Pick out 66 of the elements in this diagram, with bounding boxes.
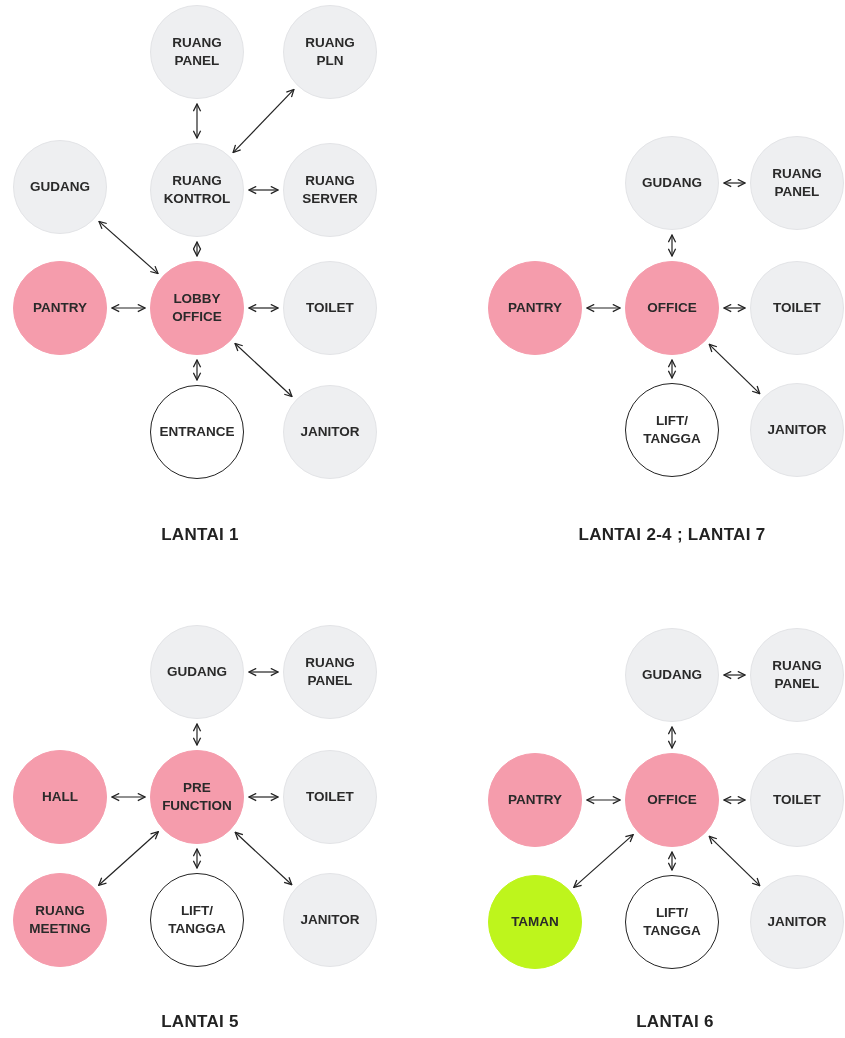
room-name: RUANG PANEL bbox=[771, 657, 823, 693]
double-arrow bbox=[586, 795, 621, 805]
double-arrow bbox=[98, 831, 159, 886]
double-arrow bbox=[232, 88, 295, 154]
double-arrow bbox=[98, 220, 159, 275]
double-arrow bbox=[248, 185, 279, 195]
double-arrow bbox=[723, 178, 746, 188]
room-name: TOILET bbox=[772, 791, 822, 809]
double-arrow bbox=[667, 851, 677, 871]
double-arrow bbox=[234, 831, 293, 886]
room-name: PANTRY bbox=[507, 791, 563, 809]
double-arrow bbox=[708, 835, 761, 887]
room-name: TAMAN bbox=[510, 913, 560, 931]
room-name: TOILET bbox=[305, 299, 355, 317]
double-arrow bbox=[234, 342, 293, 398]
room-name: RUANG SERVER bbox=[301, 172, 359, 208]
double-arrow bbox=[192, 359, 202, 381]
room-name: LIFT/ TANGGA bbox=[167, 902, 227, 938]
room-name: ENTRANCE bbox=[158, 423, 236, 441]
double-arrow bbox=[667, 359, 677, 379]
double-arrow bbox=[667, 726, 677, 749]
double-arrow bbox=[573, 833, 634, 889]
room-name: GUDANG bbox=[641, 174, 703, 192]
room-name: RUANG MEETING bbox=[28, 902, 92, 938]
double-arrow bbox=[723, 795, 746, 805]
double-arrow bbox=[192, 848, 202, 869]
room-name: JANITOR bbox=[766, 913, 828, 931]
room-name: GUDANG bbox=[166, 663, 228, 681]
double-arrow bbox=[248, 667, 279, 677]
room-name: JANITOR bbox=[299, 911, 361, 929]
floor-caption: LANTAI 5 bbox=[161, 1012, 239, 1032]
room-name: HALL bbox=[41, 788, 79, 806]
double-arrow bbox=[192, 241, 202, 257]
double-arrow bbox=[723, 670, 746, 680]
double-arrow bbox=[192, 103, 202, 139]
room-name: TOILET bbox=[305, 788, 355, 806]
double-arrow bbox=[667, 234, 677, 257]
double-arrow bbox=[111, 303, 146, 313]
room-name: OFFICE bbox=[646, 299, 698, 317]
room-name: JANITOR bbox=[766, 421, 828, 439]
room-name: GUDANG bbox=[641, 666, 703, 684]
room-name: LIFT/ TANGGA bbox=[642, 904, 702, 940]
room-name: RUANG KONTROL bbox=[162, 172, 232, 208]
room-name: LIFT/ TANGGA bbox=[642, 412, 702, 448]
double-arrow bbox=[111, 792, 146, 802]
room-name: OFFICE bbox=[646, 791, 698, 809]
floor-caption: LANTAI 2-4 ; LANTAI 7 bbox=[578, 525, 766, 545]
room-name: RUANG PANEL bbox=[304, 654, 356, 690]
double-arrow bbox=[723, 303, 746, 313]
room-name: LOBBY OFFICE bbox=[171, 290, 223, 326]
room-name: GUDANG bbox=[29, 178, 91, 196]
double-arrow bbox=[192, 723, 202, 746]
room-name: PRE FUNCTION bbox=[161, 779, 233, 815]
room-name: RUANG PANEL bbox=[171, 34, 223, 70]
room-name: RUANG PANEL bbox=[771, 165, 823, 201]
room-name: RUANG PLN bbox=[304, 34, 356, 70]
room-name: PANTRY bbox=[507, 299, 563, 317]
floor-caption: LANTAI 1 bbox=[161, 525, 239, 545]
room-name: TOILET bbox=[772, 299, 822, 317]
double-arrow bbox=[586, 303, 621, 313]
floor-caption: LANTAI 6 bbox=[636, 1012, 714, 1032]
double-arrow bbox=[708, 343, 761, 395]
double-arrow bbox=[248, 792, 279, 802]
room-name: JANITOR bbox=[299, 423, 361, 441]
room-name: PANTRY bbox=[32, 299, 88, 317]
double-arrow bbox=[248, 303, 279, 313]
